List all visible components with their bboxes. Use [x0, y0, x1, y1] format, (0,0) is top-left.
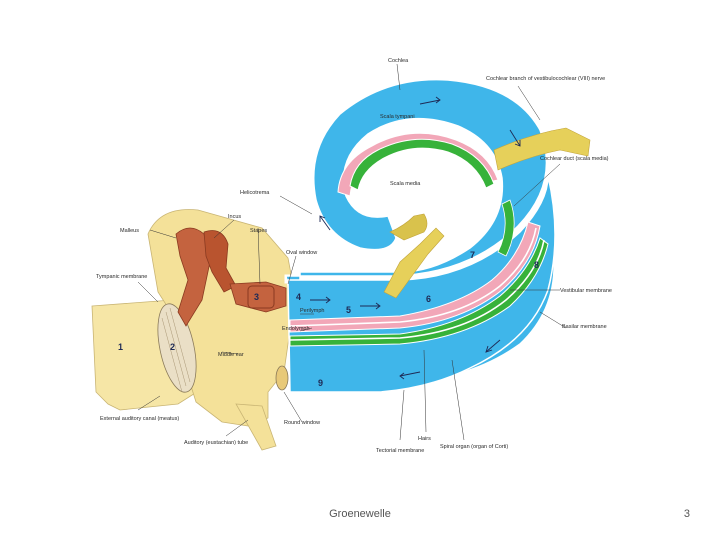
cochlear-nerve	[383, 127, 591, 299]
leader-lines	[137, 63, 567, 441]
label-cochlear-duct: Cochlear duct (scala media)	[540, 156, 609, 162]
label-spiral-organ: Spiral organ (organ of Corti)	[440, 444, 508, 450]
number-2: 2	[170, 342, 175, 352]
label-basilar-membrane: Basilar membrane	[562, 324, 607, 330]
number-3: 3	[254, 292, 259, 302]
label-incus: Incus	[228, 214, 241, 220]
ear-cochlea-diagram: Cochlea Cochlear branch of vestibulococh…	[91, 58, 612, 454]
round-window	[275, 365, 289, 391]
label-hairs: Hairs	[418, 436, 431, 442]
flow-arrows	[310, 96, 521, 380]
label-external-auditory-canal: External auditory canal (meatus)	[100, 416, 179, 422]
number-1: 1	[118, 342, 123, 352]
label-malleus: Malleus	[120, 228, 139, 234]
number-6: 6	[426, 294, 431, 304]
tympanic-membrane-texture	[161, 307, 191, 393]
label-tympanic-membrane: Tympanic membrane	[96, 274, 147, 280]
footer-author: Groenewelle	[329, 508, 391, 520]
label-endolymph: Endolymph	[282, 326, 310, 332]
malleus	[175, 227, 211, 327]
number-8: 8	[534, 260, 539, 270]
number-5: 5	[346, 305, 351, 315]
auditory-tube	[235, 403, 277, 451]
label-auditory-tube: Auditory (eustachian) tube	[184, 440, 248, 446]
label-tectorial-membrane: Tectorial membrane	[376, 448, 424, 454]
spiral-organ-upper	[349, 138, 495, 191]
label-helicotrema: Helicotrema	[240, 190, 270, 196]
label-scala-media: Scala media	[390, 181, 421, 187]
number-9: 9	[318, 378, 323, 388]
label-round-window: Round window	[284, 420, 320, 426]
spiral-organ-mid	[497, 199, 515, 257]
label-stapes: Stapes	[250, 228, 267, 234]
basilar-membrane-line	[289, 239, 545, 341]
vestibular-membrane-line	[289, 227, 537, 327]
stapes	[229, 281, 287, 313]
stapes-footplate	[247, 285, 275, 309]
label-oval-window: Oval window	[286, 250, 317, 256]
label-vestibular-membrane: Vestibular membrane	[560, 288, 612, 294]
spiral-organ-lower	[289, 237, 549, 347]
label-cochlear-branch: Cochlear branch of vestibulocochlear (VI…	[486, 76, 605, 82]
label-middle-ear: Middle ear	[218, 352, 244, 358]
number-4: 4	[296, 292, 301, 302]
incus	[203, 230, 237, 293]
label-cochlea: Cochlea	[388, 58, 409, 64]
label-perilymph: Perilymph	[300, 308, 324, 314]
label-scala-tympani: Scala tympani	[380, 114, 415, 120]
number-7: 7	[470, 250, 475, 260]
cochlear-duct	[289, 221, 541, 333]
page-number: 3	[683, 508, 690, 520]
